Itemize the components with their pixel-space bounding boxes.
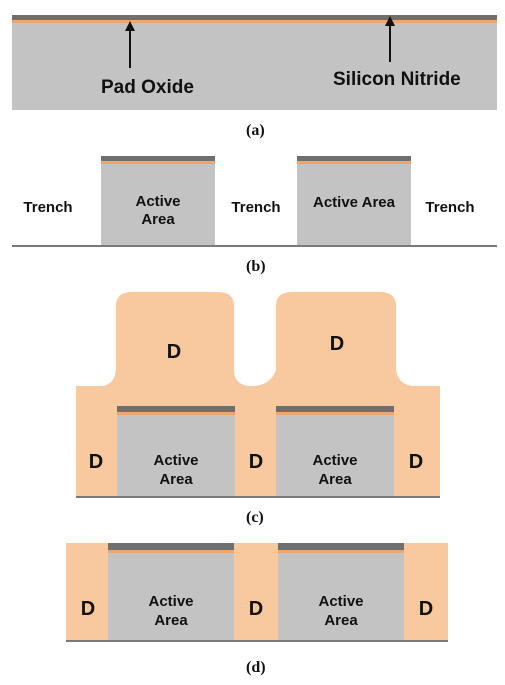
caption-c: (c) (246, 509, 264, 526)
active-area-right (276, 414, 394, 496)
active-label-left-1: Active (148, 593, 193, 610)
dielectric-label-middle: D (249, 598, 263, 620)
dielectric-label-left: D (89, 451, 103, 473)
active-area-right (278, 553, 404, 640)
panel-d: D D D Active Area Active Area (d) (66, 543, 448, 676)
pad-oxide-right (297, 161, 411, 164)
active-area-left (101, 163, 215, 246)
caption-b: (b) (246, 258, 266, 275)
trench-label-left: Trench (23, 199, 72, 216)
active-label-right-2: Area (318, 471, 352, 488)
active-label-left-2: Area (154, 612, 188, 629)
dielectric-label-middle: D (249, 451, 263, 473)
caption-a: (a) (246, 122, 265, 139)
pad-oxide-right (278, 550, 404, 553)
trench-label-right: Trench (425, 199, 474, 216)
trench-label-middle: Trench (231, 199, 280, 216)
pad-oxide-left (117, 412, 235, 415)
pad-oxide-arrowhead (125, 21, 135, 31)
active-label-left-2: Area (141, 211, 175, 228)
active-area-right (297, 163, 411, 246)
panel-c: D D D D D Active Area Active Area (c) (76, 292, 440, 526)
dielectric-label-right: D (409, 451, 423, 473)
nitride-label: Silicon Nitride (333, 69, 461, 90)
active-label-right: Active Area (313, 194, 396, 211)
dielectric-label-right: D (419, 598, 433, 620)
pad-oxide-label: Pad Oxide (101, 77, 194, 98)
nitride-right (297, 156, 411, 161)
nitride-layer (12, 15, 497, 20)
nitride-left (101, 156, 215, 161)
caption-d: (d) (246, 659, 266, 676)
active-label-left-1: Active (153, 452, 198, 469)
dielectric-label-top-right: D (330, 333, 344, 355)
dielectric-label-left: D (81, 598, 95, 620)
active-label-right-2: Area (324, 612, 358, 629)
pad-oxide-layer (12, 20, 497, 23)
active-area-left (108, 553, 234, 640)
active-area-left (117, 414, 235, 496)
active-label-right-1: Active (312, 452, 357, 469)
dielectric-label-top-left: D (167, 341, 181, 363)
pad-oxide-left (101, 161, 215, 164)
panel-b: Trench Active Area Trench Active Area Tr… (12, 156, 497, 275)
pad-oxide-right (276, 412, 394, 415)
nitride-right (276, 406, 394, 412)
active-label-left-1: Active (135, 193, 180, 210)
nitride-arrowhead (385, 16, 395, 26)
pad-oxide-left (108, 550, 234, 553)
silicon-substrate (12, 22, 497, 110)
active-label-right-1: Active (318, 593, 363, 610)
active-label-left-2: Area (159, 471, 193, 488)
nitride-left (117, 406, 235, 412)
nitride-right (278, 543, 404, 550)
nitride-left (108, 543, 234, 550)
panel-a: Pad Oxide Silicon Nitride (a) (12, 15, 497, 139)
